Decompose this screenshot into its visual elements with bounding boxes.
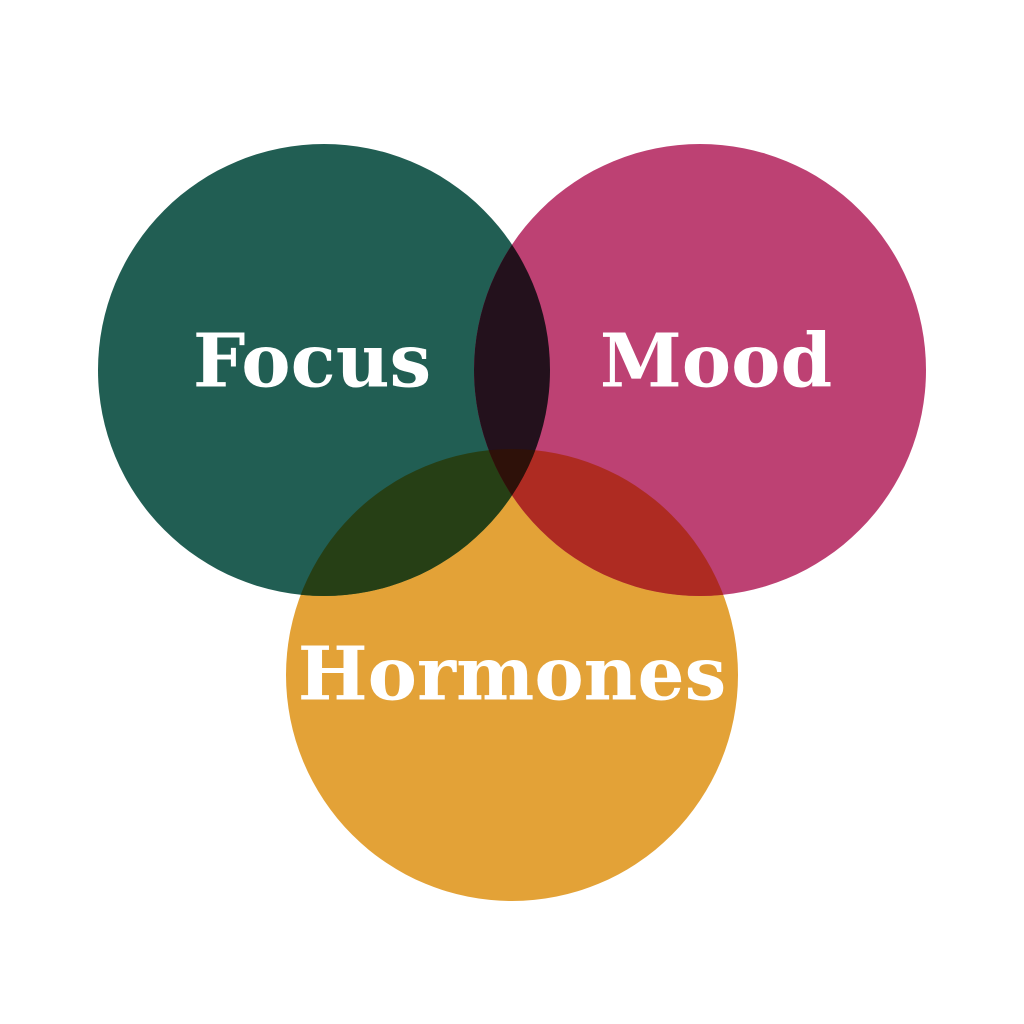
mood-label: Mood <box>600 319 832 405</box>
hormones-label: Hormones <box>298 632 726 718</box>
focus-label: Focus <box>193 319 431 405</box>
focus-hormones-overlap <box>286 449 550 596</box>
mood-hormones-overlap <box>474 449 738 596</box>
